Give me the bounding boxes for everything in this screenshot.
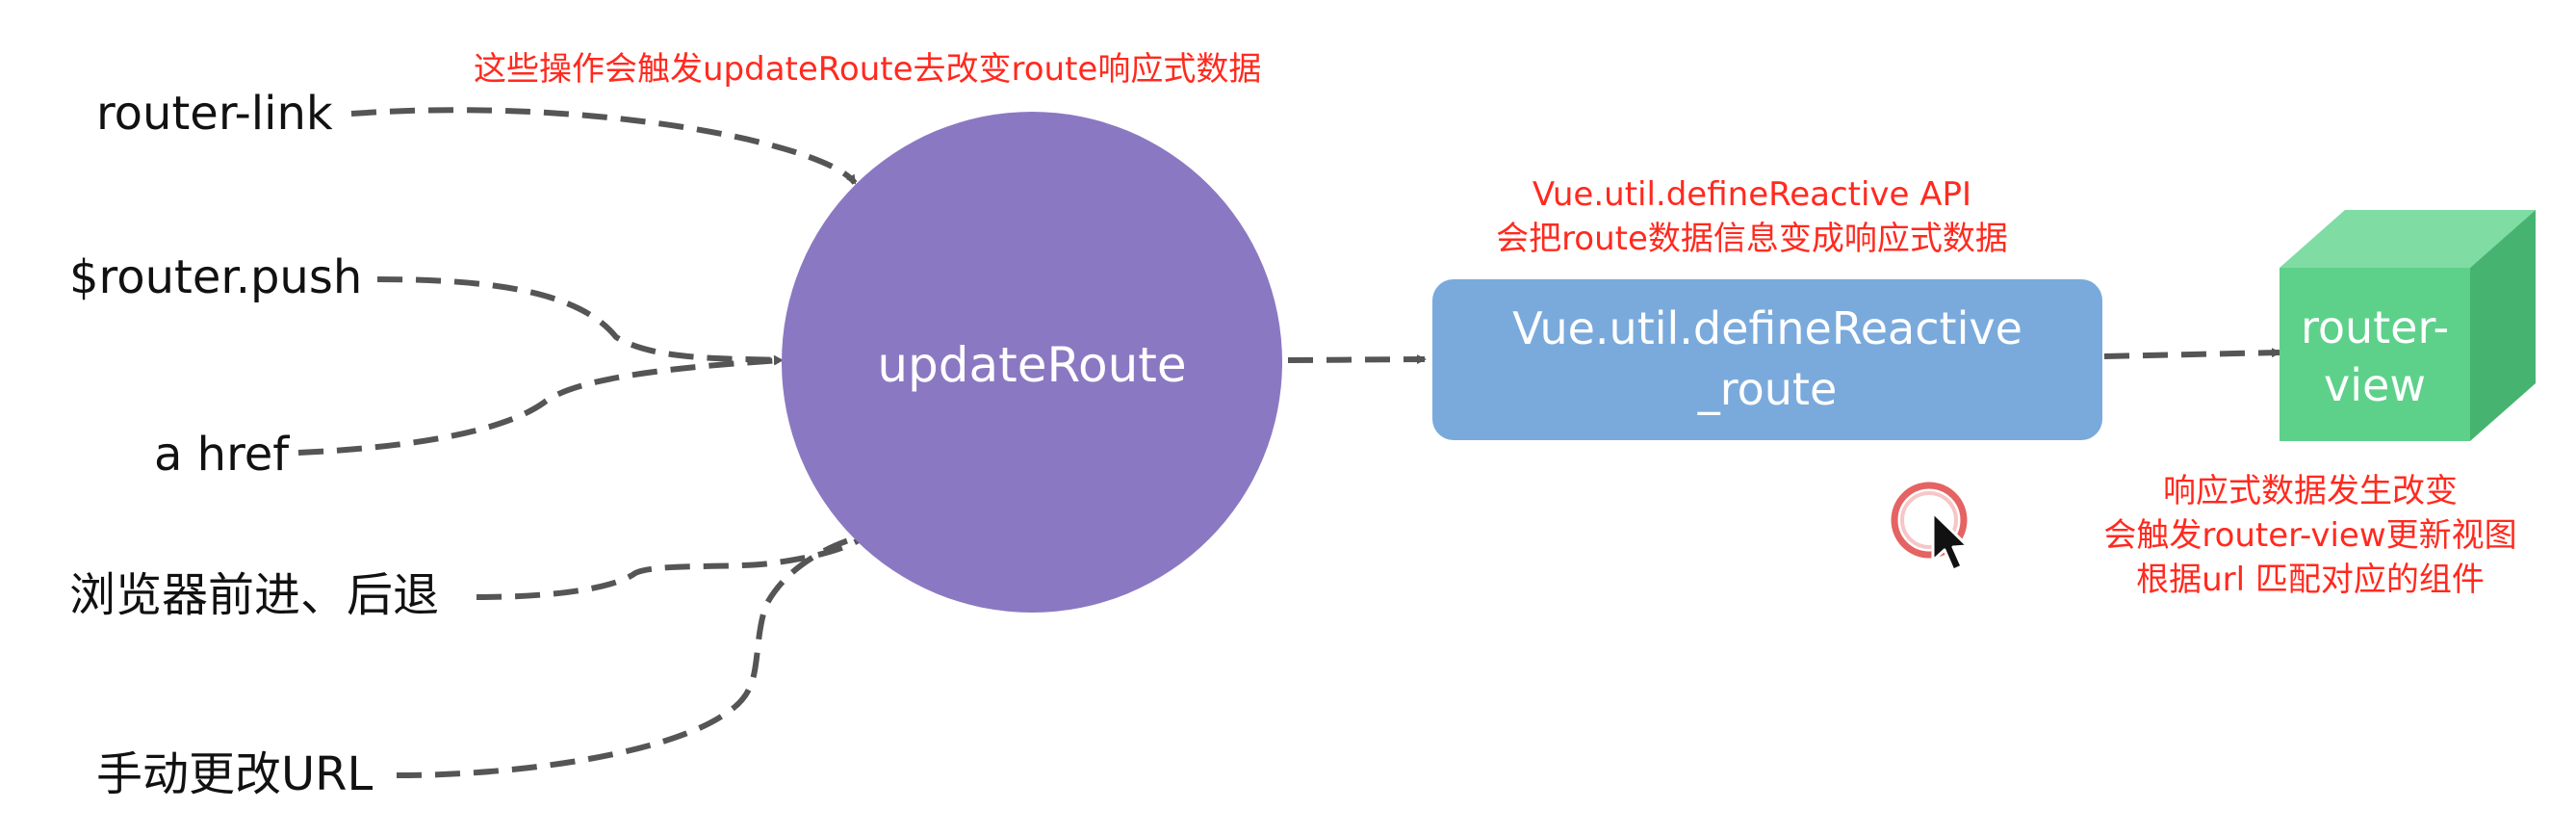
arrow-update-to-reactive (1287, 354, 1427, 365)
define-reactive-label-line2: _route (1697, 363, 1838, 415)
arrow-a-href (297, 355, 784, 456)
cube-top-face (2280, 210, 2536, 268)
cursor-click-ring-inner (1900, 491, 1958, 549)
define-reactive-label-line1: Vue.util.defineReactive (1512, 302, 2022, 354)
source-label-a-href: a href (154, 428, 290, 482)
router-view-label-line1: router- (2300, 301, 2450, 353)
note-right-line2: 会触发router-view更新视图 (2103, 516, 2517, 555)
router-view-label-line2: view (2324, 359, 2426, 411)
note-middle-line2: 会把route数据信息变成响应式数据 (1496, 220, 2008, 258)
router-view-cube (2280, 210, 2536, 441)
mouse-pointer-icon (1931, 510, 1970, 572)
cursor-click-ring (1891, 482, 1968, 559)
note-middle-line1: Vue.util.defineReactive API (1532, 175, 1972, 214)
source-label-browser-nav: 浏览器前进、后退 (69, 568, 440, 622)
cube-side-face (2470, 210, 2536, 441)
arrow-router-push (376, 276, 784, 365)
arrow-manual-url (396, 531, 870, 778)
note-right-line1: 响应式数据发生改变 (2163, 472, 2458, 510)
note-right-line3: 根据url 匹配对应的组件 (2136, 561, 2485, 599)
note-top: 这些操作会触发updateRoute去改变route响应式数据 (474, 50, 1262, 89)
arrow-reactive-to-view (2103, 348, 2281, 359)
arrow-router-link (350, 107, 858, 185)
update-route-circle (782, 112, 1282, 613)
source-label-router-link: router-link (96, 87, 333, 141)
cube-front-face (2280, 268, 2470, 441)
source-label-manual-url: 手动更改URL (96, 747, 374, 801)
define-reactive-box (1432, 279, 2102, 440)
source-label-router-push: $router.push (69, 250, 363, 304)
update-route-label: updateRoute (877, 337, 1187, 393)
arrow-browser-nav (476, 532, 870, 600)
